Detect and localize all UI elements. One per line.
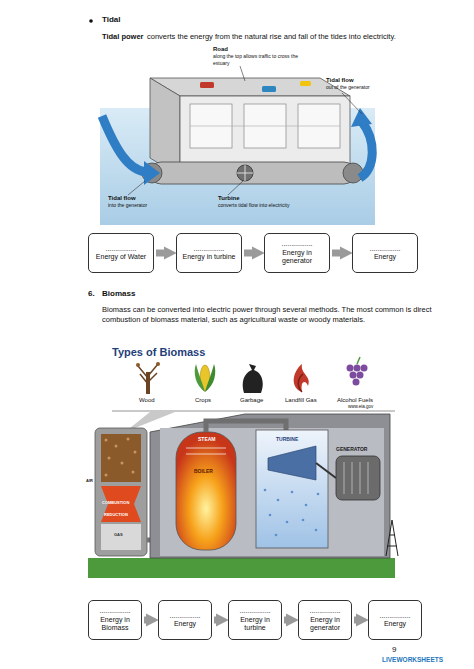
flow-arrow (156, 250, 169, 257)
part-label: Road (213, 46, 228, 54)
part-label: AIR (86, 478, 93, 483)
blank-line: ................ (91, 607, 139, 615)
box-text: Energy in Biomass (91, 616, 139, 633)
blank-line: ................ (267, 240, 327, 248)
part-label: Alcohol Fuels (337, 397, 373, 405)
part-label: BOILER (194, 468, 213, 475)
part-note: converts tidal flow into electricity (218, 202, 303, 209)
part-note: into the generator (108, 202, 168, 209)
flow-box: ................Energy in generator (264, 233, 330, 273)
bullet (89, 19, 93, 23)
illustration-title: Types of Biomass (112, 345, 205, 359)
flow-arrow (214, 617, 221, 624)
box-text: Energy (161, 620, 209, 628)
part-label: Tidal flow (326, 77, 354, 85)
box-text: Energy (355, 253, 415, 261)
flow-box: ................Energy in Biomass (88, 600, 142, 640)
part-label: Garbage (240, 397, 263, 405)
key-term: Tidal power (102, 32, 144, 42)
part-label: TURBINE (276, 436, 298, 443)
blank-line: ................ (91, 245, 151, 253)
part-label: Tidal flow (108, 195, 136, 203)
part-label: STEAM (198, 436, 216, 443)
blank-line: ................ (355, 245, 415, 253)
box-text: Energy in generator (301, 616, 349, 633)
flow-box: ................Energy of Water (88, 233, 154, 273)
body-text: Biomass can be converted into electric p… (102, 305, 457, 325)
box-text: Energy in generator (267, 249, 327, 266)
part-label: Crops (195, 397, 211, 405)
part-label: Turbine (218, 195, 240, 203)
flow-box: ................Energy (158, 600, 212, 640)
blank-line: ................ (231, 607, 279, 615)
box-text: Energy in turbine (231, 616, 279, 633)
flow-box: ................Energy (368, 600, 422, 640)
flow-box: ................Energy in generator (298, 600, 352, 640)
section-heading: Biomass (102, 289, 135, 299)
part-note: along the top allows traffic to cross th… (213, 53, 308, 66)
flow-arrow (354, 617, 361, 624)
part-label: GENERATOR (336, 446, 367, 453)
part-label: REDUCTION (104, 512, 128, 517)
flow-arrow (144, 617, 151, 624)
section-number: 6. (88, 289, 95, 299)
biomass-plant-illustration (88, 357, 398, 578)
flow-arrow (332, 250, 345, 257)
watermark: LIVEWORKSHEETS (382, 656, 443, 664)
flow-box: ................Energy (352, 233, 418, 273)
flow-arrow (244, 250, 257, 257)
body-text: converts the energy from the natural ris… (147, 32, 396, 42)
box-text: Energy (371, 620, 419, 628)
blank-line: ................ (301, 607, 349, 615)
blank-line: ................ (161, 612, 209, 620)
part-note: out of the generator (326, 84, 381, 91)
part-label: GAS (114, 532, 123, 537)
box-text: Energy in turbine (179, 253, 239, 261)
section-heading: Tidal (102, 15, 121, 25)
flow-box: ................Energy in turbine (176, 233, 242, 273)
blank-line: ................ (179, 245, 239, 253)
flow-box: ................Energy in turbine (228, 600, 282, 640)
part-label: Landfill Gas (285, 397, 317, 405)
box-text: Energy of Water (91, 253, 151, 261)
page-number: 9 (392, 645, 396, 655)
part-label: Wood (139, 397, 155, 405)
blank-line: ................ (371, 612, 419, 620)
source-note: www.eia.gov (348, 404, 373, 410)
part-label: COMBUSTION (102, 500, 129, 505)
flow-arrow (284, 617, 291, 624)
